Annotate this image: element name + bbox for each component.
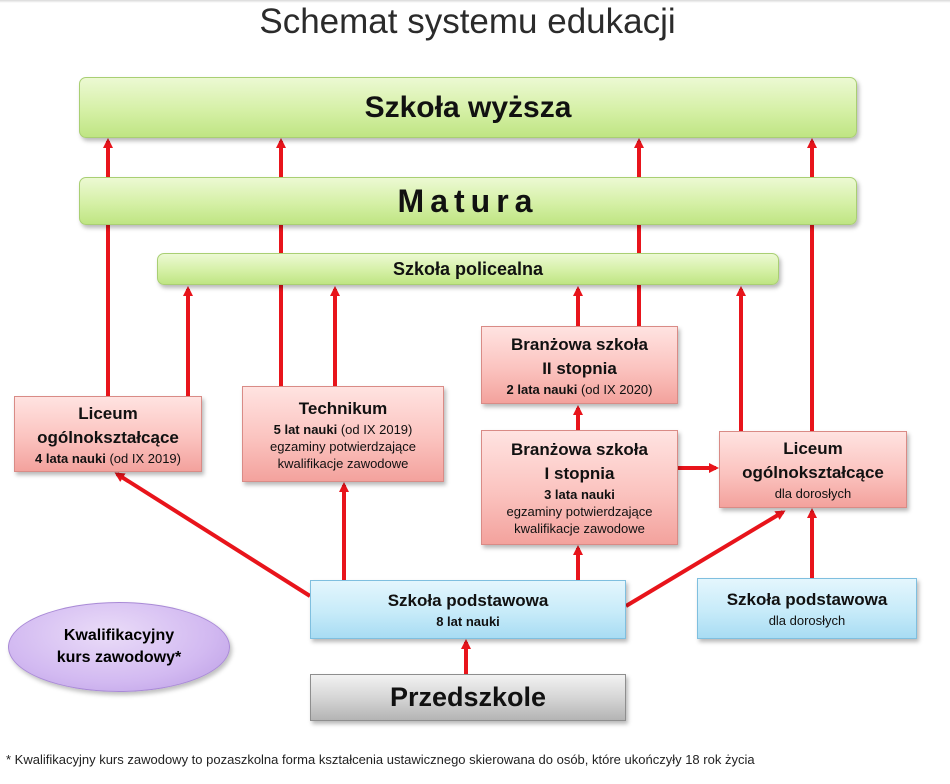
matura-label: Matura: [397, 182, 539, 219]
policealna-label: Szkoła policealna: [392, 258, 544, 279]
szkola-wyzsza-label: Szkoła wyższa: [364, 90, 572, 124]
box-podstawowa-doroslych: Szkoła podstawowa dla dorosłych: [697, 578, 917, 639]
box-technikum: Technikum 5 lat nauki (od IX 2019) egzam…: [242, 386, 444, 482]
branzowa2-line2: II stopnia: [542, 358, 617, 378]
box-przedszkole: Przedszkole: [310, 674, 626, 721]
branzowa2-line1: Branżowa szkoła: [511, 334, 648, 354]
branzowa2-detail-tail: (od IX 2020): [577, 381, 653, 397]
box-liceum: Liceum ogólnokształcące 4 lata nauki (od…: [14, 396, 202, 472]
box-branzowa-1: Branżowa szkoła I stopnia 3 lata nauki e…: [481, 430, 678, 545]
podstawowa-detail: 8 lat nauki: [436, 614, 500, 629]
arrow-podstawowa-to-liceum-dorosli: [624, 510, 786, 608]
branzowa1-exam2: kwalifikacje zawodowe: [514, 521, 645, 536]
branzowa1-line2: I stopnia: [544, 464, 615, 483]
liceum-detail: 4 lata nauki: [35, 450, 106, 466]
podstawowa-name: Szkoła podstawowa: [387, 591, 549, 610]
page-title: Schemat systemu edukacji: [259, 2, 676, 41]
technikum-name: Technikum: [298, 398, 388, 418]
oval-kurs-zawodowy: Kwalifikacyjny kurs zawodowy*: [8, 602, 230, 692]
box-matura: Matura: [79, 177, 857, 225]
liceum-doroslych-line1: Liceum: [783, 439, 843, 458]
box-branzowa-2: Branżowa szkoła II stopnia 2 lata nauki …: [481, 326, 678, 404]
liceum-line2: ogólnokształcące: [37, 427, 179, 447]
branzowa1-detail: 3 lata nauki: [544, 487, 615, 502]
kurs-line1: Kwalifikacyjny: [63, 627, 175, 644]
liceum-doroslych-detail: dla dorosłych: [774, 486, 852, 501]
branzowa2-detail: 2 lata nauki: [506, 381, 578, 397]
top-edge: [0, 0, 950, 3]
przedszkole-label: Przedszkole: [389, 682, 547, 712]
liceum-detail-tail: (od IX 2019): [105, 450, 181, 466]
technikum-detail: 5 lat nauki: [273, 421, 338, 437]
technikum-exam1: egzaminy potwierdzające: [270, 438, 416, 454]
box-szkola-wyzsza: Szkoła wyższa: [79, 77, 857, 138]
liceum-line1: Liceum: [78, 403, 138, 423]
kurs-line2: kurs zawodowy*: [56, 649, 182, 666]
technikum-exam2: kwalifikacje zawodowe: [277, 455, 409, 471]
technikum-detail-tail: (od IX 2019): [337, 421, 413, 437]
podstawowa-doroslych-detail: dla dorosłych: [768, 613, 846, 628]
box-liceum-doroslych: Liceum ogólnokształcące dla dorosłych: [719, 431, 907, 508]
box-szkola-podstawowa: Szkoła podstawowa 8 lat nauki: [310, 580, 626, 639]
podstawowa-doroslych-name: Szkoła podstawowa: [726, 590, 888, 609]
box-szkola-policealna: Szkoła policealna: [157, 253, 779, 285]
branzowa1-line1: Branżowa szkoła: [511, 440, 648, 459]
footnote: * Kwalifikacyjny kurs zawodowy to pozasz…: [6, 752, 755, 767]
liceum-doroslych-line2: ogólnokształcące: [742, 463, 884, 482]
arrow-podstawowa-to-liceum: [114, 472, 312, 598]
branzowa1-exam1: egzaminy potwierdzające: [506, 504, 653, 519]
